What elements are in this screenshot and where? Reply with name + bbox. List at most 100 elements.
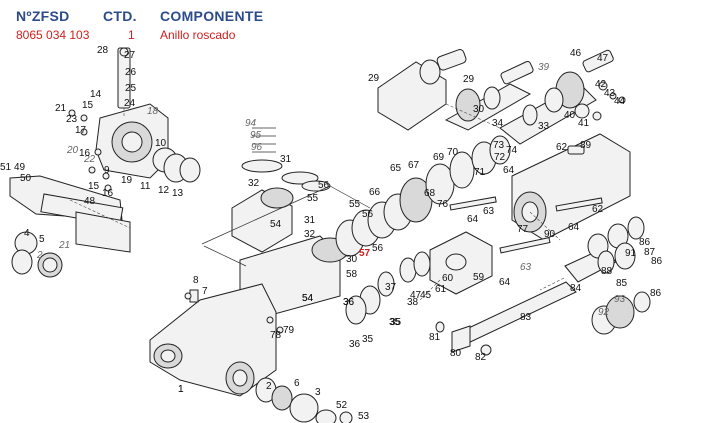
callout-62: 62 [556, 142, 568, 153]
callout-85: 85 [616, 278, 628, 289]
callout-93: 93 [614, 294, 626, 305]
callout-39: 39 [538, 62, 550, 73]
callout-17: 17 [75, 125, 87, 136]
callout-30: 30 [346, 254, 358, 265]
callout-2: 2 [36, 250, 43, 261]
callout-69: 69 [433, 152, 445, 163]
callout-59: 59 [473, 272, 485, 283]
callout-18: 18 [147, 106, 159, 117]
callout-27: 27 [124, 50, 136, 61]
callout-76: 76 [437, 199, 449, 210]
callout-35: 35 [362, 334, 374, 345]
callout-2: 2 [266, 381, 272, 392]
callout-68: 68 [424, 188, 436, 199]
callout-56: 56 [372, 243, 384, 254]
callout-62: 62 [592, 204, 604, 215]
cylinder-main [239, 135, 511, 319]
long-shaft [435, 237, 577, 356]
callout-26: 26 [125, 67, 137, 78]
callout-40: 40 [564, 110, 576, 121]
callout-91: 91 [625, 248, 637, 259]
callout-84: 84 [570, 283, 582, 294]
callout-41: 41 [578, 118, 590, 129]
callout-72: 72 [494, 152, 506, 163]
callout-63: 63 [520, 262, 532, 273]
callout-6: 6 [294, 378, 300, 389]
callout-55: 55 [307, 193, 319, 204]
callout-13: 13 [172, 188, 184, 199]
cylinder-upper [231, 127, 331, 253]
callout-64: 64 [467, 214, 479, 225]
callout-38: 38 [407, 297, 419, 308]
callout-80: 80 [450, 348, 462, 359]
callout-44: 44 [614, 96, 626, 107]
header-component-column: COMPONENTE [160, 8, 264, 24]
callout-12: 12 [158, 185, 170, 196]
callout-90: 90 [544, 229, 556, 240]
callout-83: 83 [520, 312, 532, 323]
callout-86: 86 [651, 256, 663, 267]
assembly-guide-lines [69, 103, 565, 301]
callout-32: 32 [248, 178, 260, 189]
callout-43: 43 [604, 88, 616, 99]
callout-7: 7 [202, 286, 208, 297]
callout-28: 28 [97, 45, 109, 56]
callout-82: 82 [475, 352, 487, 363]
callout-56: 56 [362, 209, 374, 220]
callout-71: 71 [474, 167, 486, 178]
callout-61: 61 [435, 284, 447, 295]
callout-56: 56 [318, 180, 330, 191]
callout-70: 70 [447, 147, 459, 158]
callout-35: 35 [389, 317, 401, 328]
callout-33: 33 [538, 121, 550, 132]
callout-45: 45 [420, 290, 432, 301]
callout-32: 32 [304, 229, 316, 240]
callout-1: 1 [178, 384, 184, 395]
callout-24: 24 [124, 98, 136, 109]
callout-36: 36 [343, 297, 355, 308]
callout-46: 46 [570, 48, 582, 59]
callout-9: 9 [104, 165, 110, 176]
callout-50: 50 [20, 173, 32, 184]
callout-3: 3 [315, 387, 321, 398]
callout-15: 15 [82, 100, 94, 111]
bracket-assembly [68, 47, 201, 192]
callout-89: 89 [580, 140, 592, 151]
callout-8: 8 [193, 275, 199, 286]
left-shaft [9, 175, 131, 278]
callout-35: 35 [390, 317, 402, 328]
callout-96: 96 [251, 142, 263, 153]
callout-54: 54 [270, 219, 282, 230]
callout-95: 95 [250, 130, 262, 141]
callout-16: 16 [102, 188, 114, 199]
callout-31: 31 [280, 154, 292, 165]
callout-22: 22 [83, 154, 96, 165]
callout-73: 73 [493, 140, 505, 151]
callout-47: 47 [597, 53, 609, 64]
callout-11: 11 [140, 181, 151, 192]
callout-74: 74 [506, 145, 518, 156]
callout-64: 64 [503, 165, 515, 176]
callout-92: 92 [598, 307, 610, 318]
callout-52: 52 [336, 400, 348, 411]
callout-78: 78 [270, 330, 282, 341]
callout-29: 29 [368, 73, 380, 84]
callout-65: 65 [390, 163, 402, 174]
callout-14: 14 [90, 89, 102, 100]
callout-77: 77 [517, 224, 529, 235]
callout-86: 86 [639, 237, 651, 248]
actuator-29 [377, 49, 467, 131]
callout-48: 48 [84, 196, 96, 207]
callout-10: 10 [155, 138, 167, 149]
callout-4: 4 [24, 228, 30, 239]
callout-31: 31 [304, 215, 316, 226]
selected-part-qty: 1 [128, 28, 135, 42]
callout-21: 21 [55, 103, 67, 114]
callout-49: 49 [14, 162, 26, 173]
selected-part-ref: 8065 034 103 [16, 28, 90, 42]
callout-19: 19 [121, 175, 133, 186]
callout-86: 86 [650, 288, 662, 299]
bottom-bearings [255, 377, 353, 423]
